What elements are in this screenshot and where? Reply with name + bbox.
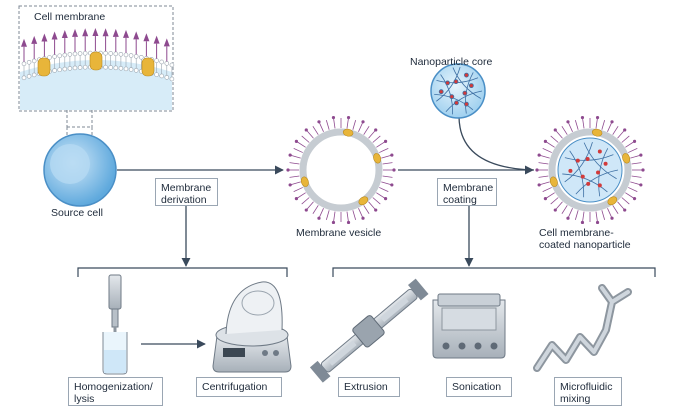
source-cell (43, 133, 117, 207)
derivation-bracket (77, 267, 288, 277)
membrane-vesicle-label: Membrane vesicle (296, 227, 382, 239)
centrifugation-box: Centrifugation (196, 377, 282, 397)
nanoparticle-core-label: Nanoparticle core (410, 56, 493, 68)
coated-nanoparticle (535, 115, 645, 225)
coated-nanoparticle-line1: Cell membrane- (539, 227, 614, 239)
centrifuge-icon (212, 281, 292, 373)
nanoparticle-core (430, 63, 486, 119)
membrane-vesicle (286, 115, 396, 225)
membrane-coating-line1: Membrane (443, 182, 494, 194)
extrusion-box: Extrusion (338, 377, 400, 397)
source-cell-label: Source cell (51, 207, 103, 219)
cell-membrane-inset (18, 5, 175, 112)
cell-membrane-label: Cell membrane (34, 11, 106, 23)
homogenization-line1: Homogenization/ (74, 381, 153, 393)
microfluidic-chip-icon (533, 284, 632, 372)
homogenizer-icon (102, 274, 128, 375)
membrane-coating-box: Membrane coating (437, 178, 497, 206)
coating-bracket (332, 267, 656, 277)
extruder-icon (309, 278, 429, 383)
coated-nanoparticle-line2: coated nanoparticle (539, 239, 631, 251)
sonication-box: Sonication (446, 377, 512, 397)
microfluidic-box: Microfluidic mixing (554, 377, 622, 406)
microfluidic-line2: mixing (560, 393, 591, 405)
homogenization-line2: lysis (74, 393, 95, 405)
arrow-core-to-coated (458, 115, 535, 171)
sonicator-icon (432, 293, 506, 359)
membrane-derivation-box: Membrane derivation (155, 178, 218, 206)
membrane-derivation-line1: Membrane (161, 182, 212, 194)
coated-nanoparticle-label: Cell membrane- coated nanoparticle (539, 227, 631, 251)
microfluidic-line1: Microfluidic (560, 381, 613, 393)
homogenization-box: Homogenization/ lysis (68, 377, 163, 406)
membrane-coating-line2: coating (443, 194, 477, 206)
membrane-derivation-line2: derivation (161, 194, 207, 206)
